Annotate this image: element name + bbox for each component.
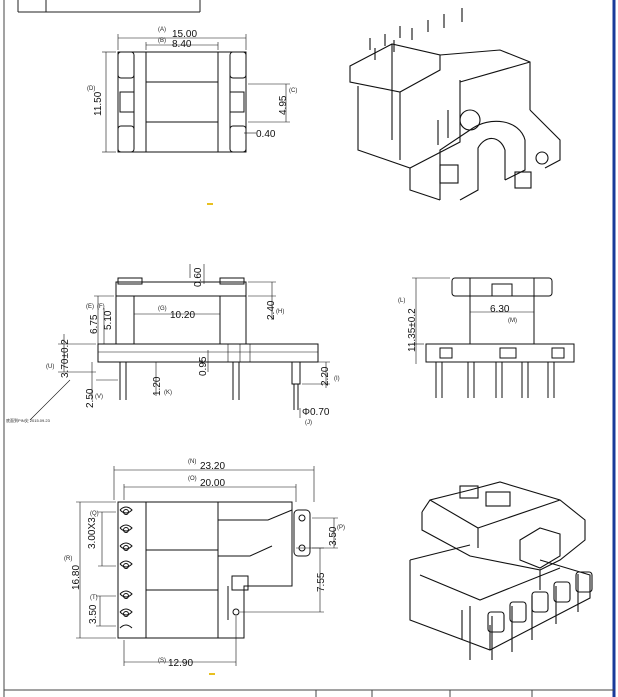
tag-f: (F) (97, 304, 105, 310)
dim-f-value: 5.10 (103, 310, 114, 330)
dim-m-value: 6.30 (490, 304, 510, 315)
tag-g: (G) (158, 306, 167, 312)
tag-l: (L) (398, 298, 405, 304)
dim-t-value: 3.50 (88, 604, 99, 624)
dim-j-value: Φ0.70 (302, 407, 330, 418)
dim-n-value: 23.20 (200, 461, 225, 472)
tag-t: (T) (90, 595, 98, 601)
end-view-top (451, 277, 553, 297)
top-view: (A) 15.00 (B) 8.40 (D) 11.50 (C) 4.95 0.… (87, 27, 297, 153)
dim-q (98, 511, 116, 567)
dim-v-value: 2.50 (85, 388, 96, 408)
note-text: 底面到PIN尖 2015.09.23 (6, 417, 51, 423)
dim-s (123, 616, 237, 666)
tag-a: (A) (158, 27, 166, 33)
tag-c: (C) (289, 88, 297, 94)
dim-top-gap (189, 264, 205, 284)
dim-span-value: 7.55 (316, 572, 327, 592)
dim-e-f (94, 295, 114, 344)
tag-s: (S) (158, 658, 166, 664)
dim-t (96, 595, 116, 627)
tag-h: (H) (276, 309, 284, 315)
dim-g-value: 10.20 (170, 310, 195, 321)
tag-m: (M) (508, 318, 517, 324)
dim-c-value: 4.95 (278, 95, 289, 115)
dim-u-value: 3.70±0.2 (60, 339, 71, 378)
tag-i: (I) (334, 376, 340, 382)
tag-u: (U) (46, 364, 54, 370)
dim-a (117, 34, 247, 50)
dim-c (248, 83, 290, 123)
dim-i (302, 361, 330, 388)
dim-slot-value: 0.40 (256, 129, 276, 140)
end-view: (L) 11.35±0.2 6.30 (M) (398, 277, 575, 398)
dim-d (102, 51, 116, 153)
dim-n (113, 466, 315, 502)
dim-a-value: 15.00 (172, 29, 197, 40)
dim-o-value: 20.00 (200, 478, 225, 489)
side-view: 0.60 (E) (F) 6.75 5.10 (G) 10.20 2.40 (H… (6, 264, 340, 426)
iso-view-top (349, 8, 561, 201)
dim-r (76, 501, 116, 639)
dim-u (58, 334, 96, 373)
dim-b-value: 8.40 (172, 39, 192, 50)
dim-s-value: 12.90 (168, 658, 193, 669)
dim-top-gap-value: 0.60 (193, 267, 204, 287)
tag-d: (D) (87, 86, 95, 92)
dim-l (412, 277, 450, 364)
dim-d-value: 11.50 (93, 91, 104, 116)
top-view-core (145, 51, 219, 153)
tag-v: (V) (95, 394, 103, 400)
tag-p: (P) (337, 525, 345, 531)
tag-q: (Q) (90, 511, 99, 517)
tag-b: (B) (158, 38, 166, 44)
bottom-view: (N) 23.20 (O) 20.00 3.50 (P) (Q) 3.00X3 … (64, 459, 345, 669)
tag-e: (E) (86, 304, 94, 310)
end-view-base (425, 343, 575, 363)
top-view-body (117, 51, 247, 153)
title-block (17, 0, 201, 13)
tag-k: (K) (164, 390, 172, 396)
dim-p-value: 3.50 (328, 526, 339, 546)
dim-span (240, 547, 324, 613)
tag-o: (O) (188, 476, 197, 482)
bottom-frame (4, 689, 614, 697)
bottom-view-outline (117, 501, 293, 639)
dim-l-value: 11.35±0.2 (407, 308, 418, 352)
tag-n: (N) (188, 459, 196, 465)
dim-q-value: 3.00X3 (87, 517, 98, 549)
tag-j: (J) (305, 420, 312, 426)
dim-h-value: 2.40 (266, 300, 277, 320)
dim-r-value: 16.80 (71, 565, 82, 590)
dim-o (123, 484, 297, 502)
dim-i-value: 2.20 (320, 366, 331, 386)
dim-k-value: 1.20 (152, 376, 163, 396)
tag-r: (R) (64, 556, 72, 562)
dim-h (248, 281, 276, 320)
dim-e-value: 6.75 (89, 314, 100, 334)
dim-pin-gap-value: 0.95 (198, 356, 209, 376)
iso-view-bottom (409, 481, 593, 660)
bottom-view-core (145, 501, 219, 639)
note-leader (29, 379, 71, 421)
dim-v (91, 362, 118, 400)
yellow-markers (207, 203, 215, 675)
